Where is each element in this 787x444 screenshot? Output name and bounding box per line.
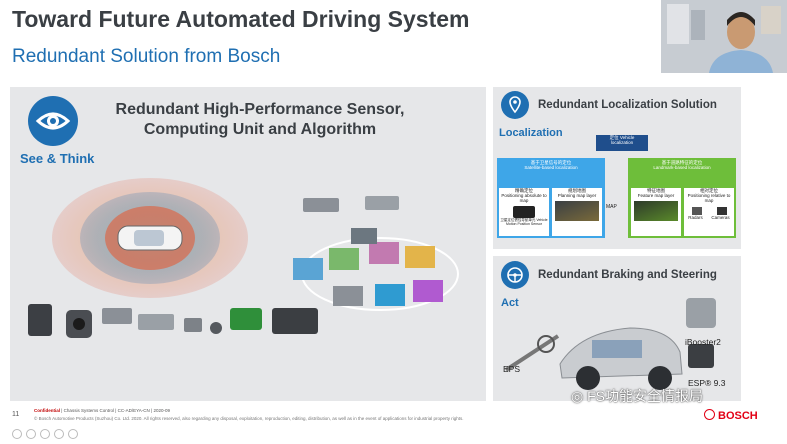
braking-steering-illustration <box>504 298 716 390</box>
positioning-relative-box: 相对定位 Positioning relative to map Radars … <box>684 188 734 236</box>
computing-flow-illustration <box>293 196 459 311</box>
eye-icon <box>28 96 78 146</box>
bosch-logo-icon <box>704 409 715 420</box>
bosch-brand: BOSCH <box>718 410 758 422</box>
slide-subtitle: Redundant Solution from Bosch <box>12 46 281 67</box>
camera-icon <box>716 207 727 215</box>
map-label: MAP <box>606 204 617 210</box>
watermark-text: FS功能安全情报局 <box>587 388 703 404</box>
sensor-heading-line2: Computing Unit and Algorithm <box>143 121 377 138</box>
slide-title: Toward Future Automated Driving System <box>12 6 470 32</box>
sensor-hardware-row <box>28 304 318 338</box>
braking-heading: Redundant Braking and Steering <box>538 269 717 281</box>
sensor-heading: Redundant High-Performance Sensor, Compu… <box>100 100 420 140</box>
ibooster-label: iBooster2 <box>685 337 721 347</box>
braking-steering-panel <box>493 256 741 401</box>
planning-map-box: 规划地图 Planning map layer <box>552 188 602 236</box>
slide-navigation-dots <box>12 426 82 444</box>
confidential-label: Confidential <box>34 408 60 413</box>
wechat-icon: ◎ <box>571 388 588 404</box>
footer-copyright: © Bosch Automotive Products (Suzhou) Co.… <box>34 416 464 421</box>
wechat-watermark: ◎ FS功能安全情报局 <box>571 386 703 406</box>
see-think-label: See & Think <box>20 151 95 166</box>
feature-map-image <box>634 201 678 221</box>
footer-confidential: Confidential | Chassis Systems Control |… <box>34 408 170 413</box>
sensor-heading-line1: Redundant High-Performance Sensor, <box>115 101 405 118</box>
motion-sensor-icon <box>513 206 535 218</box>
localization-heading: Redundant Localization Solution <box>538 99 717 111</box>
act-label: Act <box>501 297 519 309</box>
page-number: 11 <box>12 411 20 418</box>
steering-wheel-icon <box>501 261 529 289</box>
localization-label: Localization <box>499 127 563 139</box>
positioning-absolute-box: 精确定位 Positioning absolute to map 卫星定位惯性导… <box>499 188 549 236</box>
eps-label: EPS <box>503 364 521 374</box>
presenter-video <box>661 0 787 73</box>
footer-info: | Chassis Systems Control | CC-AD/EYA-CN… <box>61 408 170 413</box>
radar-icon <box>691 207 702 215</box>
map-pin-icon <box>501 91 529 119</box>
car-sensor-coverage-illustration <box>52 178 248 298</box>
feature-map-box: 特征地图 Feature map layer <box>631 188 681 236</box>
presenter-webcam <box>661 0 787 73</box>
vehicle-localization-box: 定位 Vehicle localization <box>596 135 648 151</box>
esp-label: ESP® 9.3 <box>688 378 726 388</box>
planning-map-image <box>555 201 599 221</box>
